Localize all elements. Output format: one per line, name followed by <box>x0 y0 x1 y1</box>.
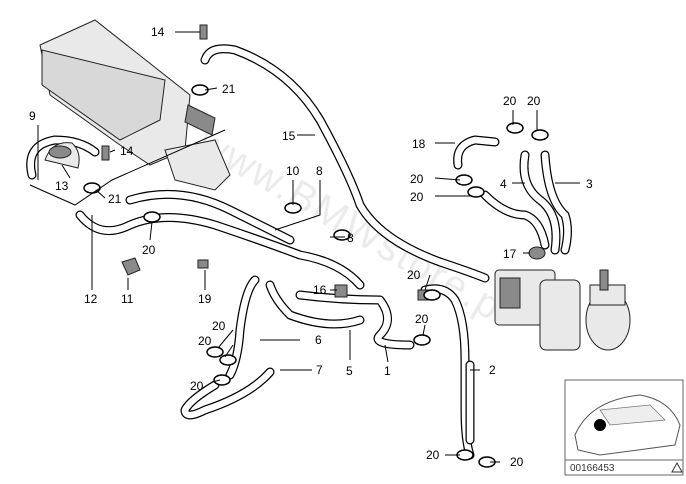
label-14-mid: 14 <box>120 144 134 158</box>
valve-pump-assembly <box>494 269 631 351</box>
label-18: 18 <box>412 137 426 151</box>
label-9: 9 <box>29 109 36 123</box>
label-5: 5 <box>346 364 353 378</box>
location-marker <box>594 419 606 431</box>
label-11: 11 <box>121 292 134 306</box>
label-20-mid-1: 20 <box>410 172 424 186</box>
label-20-center: 20 <box>407 268 421 282</box>
label-20-left: 20 <box>142 243 156 257</box>
label-20-bottom-right: 20 <box>510 455 524 469</box>
label-20-mid-2: 20 <box>410 190 424 204</box>
hose-15 <box>200 44 490 283</box>
label-13: 13 <box>55 179 69 193</box>
expansion-tank <box>39 19 231 191</box>
label-19: 19 <box>198 292 212 306</box>
hoses-1-2 <box>420 284 475 460</box>
label-20-bottom-left: 20 <box>426 448 440 462</box>
label-8-top: 8 <box>316 164 323 178</box>
label-20-center-low: 20 <box>415 312 429 326</box>
label-21-mid: 21 <box>108 192 122 206</box>
grommet-17 <box>528 246 546 260</box>
hose-9 <box>26 135 100 180</box>
label-17: 17 <box>503 247 517 261</box>
label-15: 15 <box>282 129 296 143</box>
label-4: 4 <box>500 177 507 191</box>
label-7: 7 <box>316 363 323 377</box>
inset-code: 00166453 <box>570 463 615 474</box>
leader-lines <box>29 31 580 463</box>
label-12: 12 <box>84 292 98 306</box>
label-20-lower-left-2: 20 <box>198 334 212 348</box>
callout-labels: 14 21 15 9 14 13 21 10 8 8 20 20 18 20 2… <box>29 25 593 469</box>
label-6: 6 <box>315 333 322 347</box>
hose-clamps <box>83 84 549 468</box>
label-16: 16 <box>313 283 327 297</box>
car-location-inset: 00166453 <box>564 379 684 476</box>
hose-12 <box>75 189 365 290</box>
label-14-top: 14 <box>151 25 165 39</box>
label-1: 1 <box>384 364 391 378</box>
label-3: 3 <box>586 177 593 191</box>
hose-18 <box>453 135 500 170</box>
label-2: 2 <box>489 363 496 377</box>
label-20-lower-left-3: 20 <box>190 379 204 393</box>
label-20-top-left: 20 <box>503 94 517 108</box>
label-20-top-right: 20 <box>527 94 541 108</box>
label-21-top: 21 <box>222 82 236 96</box>
label-10: 10 <box>286 164 300 178</box>
label-20-lower-left-1: 20 <box>212 319 226 333</box>
label-8-mid: 8 <box>347 231 354 245</box>
hoses-5-6-7 <box>180 275 415 420</box>
hoses-3-4 <box>480 150 572 255</box>
cap-13 <box>44 142 80 169</box>
warning-triangle-icon <box>671 461 683 473</box>
